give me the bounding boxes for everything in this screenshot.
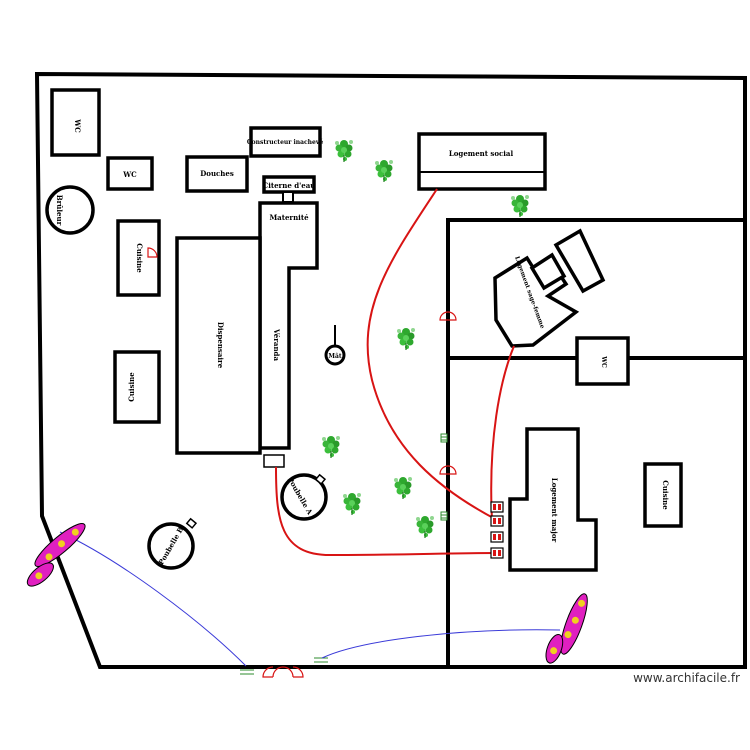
- room-cuisine-left-bottom: Cuisine: [113, 350, 161, 424]
- gate-icon: [440, 433, 448, 443]
- site-boundary: [34, 71, 747, 669]
- door-icon: [439, 311, 457, 321]
- room-maternite: Maternité Véranda: [258, 201, 319, 450]
- meter-icon: [490, 501, 504, 513]
- room-label: Cuisine: [135, 243, 144, 273]
- room-cuisine-left-top: Cuisine: [116, 219, 161, 297]
- tree-icon: [334, 139, 354, 163]
- flower-icon: [26, 523, 86, 587]
- tree-icon: [321, 435, 341, 459]
- meter-icon: [490, 547, 504, 559]
- room-label: Logement major: [550, 478, 559, 543]
- cable-red: [366, 188, 498, 521]
- tree-icon: [374, 159, 394, 183]
- room-logement-major: Logement major: [508, 427, 598, 572]
- room-wc-small: WC: [106, 156, 154, 191]
- room-label: Citerne d'eau: [263, 181, 316, 190]
- veranda-step: [263, 454, 285, 468]
- flower-icon: [545, 593, 588, 664]
- room-logement-social: Logement social: [417, 132, 547, 191]
- cable-red: [490, 345, 515, 521]
- room-label: Dispensaire: [216, 322, 225, 369]
- room-label: Constructeur inachevé: [247, 139, 324, 146]
- mat-label: Mât: [328, 353, 342, 360]
- right-zone-boundary: [446, 218, 747, 669]
- room-constructeur: Constructeur inachevé: [247, 126, 324, 158]
- cable-blue: [321, 629, 561, 659]
- room-citerne: Citerne d'eau: [262, 175, 316, 203]
- tree-icon: [393, 476, 413, 500]
- room-label: Cuisine: [127, 372, 136, 402]
- door-icon: [147, 247, 158, 258]
- room-label: Cuisine: [661, 480, 670, 510]
- bruleur-label: Brûleur: [55, 195, 64, 226]
- watermark: www.archifacile.fr: [633, 671, 740, 685]
- meter-icon: [490, 531, 504, 543]
- gate-icon: [440, 511, 448, 521]
- room-douches: Douches: [185, 155, 249, 193]
- meter-icon: [490, 515, 504, 527]
- cable-red: [275, 466, 498, 557]
- room-logement-rotated: Logement sage-femme: [493, 228, 606, 348]
- room-wc-right: WC: [575, 336, 630, 386]
- room-wc-top: WC: [50, 88, 101, 157]
- tree-icon: [510, 194, 530, 218]
- room-cuisine-right: Cuisine: [643, 462, 683, 528]
- tree-icon: [396, 327, 416, 351]
- mat: Mât: [324, 325, 346, 366]
- tree-icon: [415, 515, 435, 539]
- tree-icon: [342, 492, 362, 516]
- poubelle-a: Poubelle A: [280, 473, 328, 521]
- door-icon: [439, 465, 457, 475]
- bruleur: Brûleur: [45, 185, 95, 235]
- cable-blue: [59, 531, 247, 667]
- room-label: WC: [122, 170, 137, 179]
- room-label: WC: [73, 118, 82, 133]
- poubelle-b: Poubelle B: [147, 517, 198, 570]
- room-label: Douches: [200, 169, 234, 178]
- room-label: WC: [600, 355, 607, 368]
- room-label: Logement social: [449, 149, 514, 158]
- gate-icon: [240, 657, 328, 675]
- room-label: Maternité: [269, 213, 309, 222]
- room-label: Véranda: [272, 328, 281, 361]
- room-dispensaire: Dispensaire: [175, 236, 262, 455]
- door-icon: [262, 666, 304, 678]
